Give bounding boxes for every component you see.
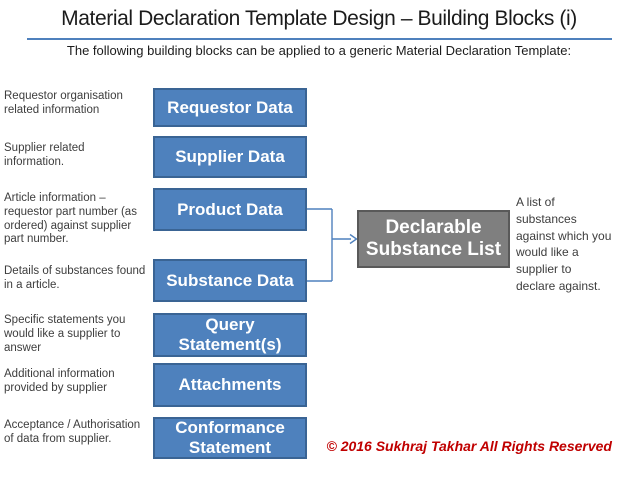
note-product-data: Article information – requestor part num… [4, 192, 137, 246]
subtitle: The following building blocks can be app… [66, 43, 572, 58]
note-requestor-data: Requestor organisation related informati… [4, 90, 123, 116]
note-substance-data: Details of substances found in a article… [4, 265, 146, 291]
block-substance-data: Substance Data [153, 259, 307, 302]
block-requestor-data: Requestor Data [153, 88, 307, 127]
title-underline [27, 38, 612, 40]
note-attachments: Additional information provided by suppl… [4, 368, 115, 394]
copyright-text: © 2016 Sukhraj Takhar All Rights Reserve… [326, 438, 612, 454]
page-title: Material Declaration Template Design – B… [61, 7, 577, 30]
block-supplier-data: Supplier Data [153, 136, 307, 178]
block-product-data: Product Data [153, 188, 307, 231]
block-conformance-statement: Conformance Statement [153, 417, 307, 459]
block-query-statements: Query Statement(s) [153, 313, 307, 357]
note-declarable-substance-list: A list of substances against which you w… [516, 195, 612, 293]
note-supplier-data: Supplier related information. [4, 142, 85, 168]
box-declarable-substance-list: Declarable Substance List [357, 210, 510, 268]
block-attachments: Attachments [153, 363, 307, 407]
note-conformance: Acceptance / Authorisation of data from … [4, 419, 141, 445]
note-query-statements: Specific statements you would like a sup… [4, 314, 126, 354]
